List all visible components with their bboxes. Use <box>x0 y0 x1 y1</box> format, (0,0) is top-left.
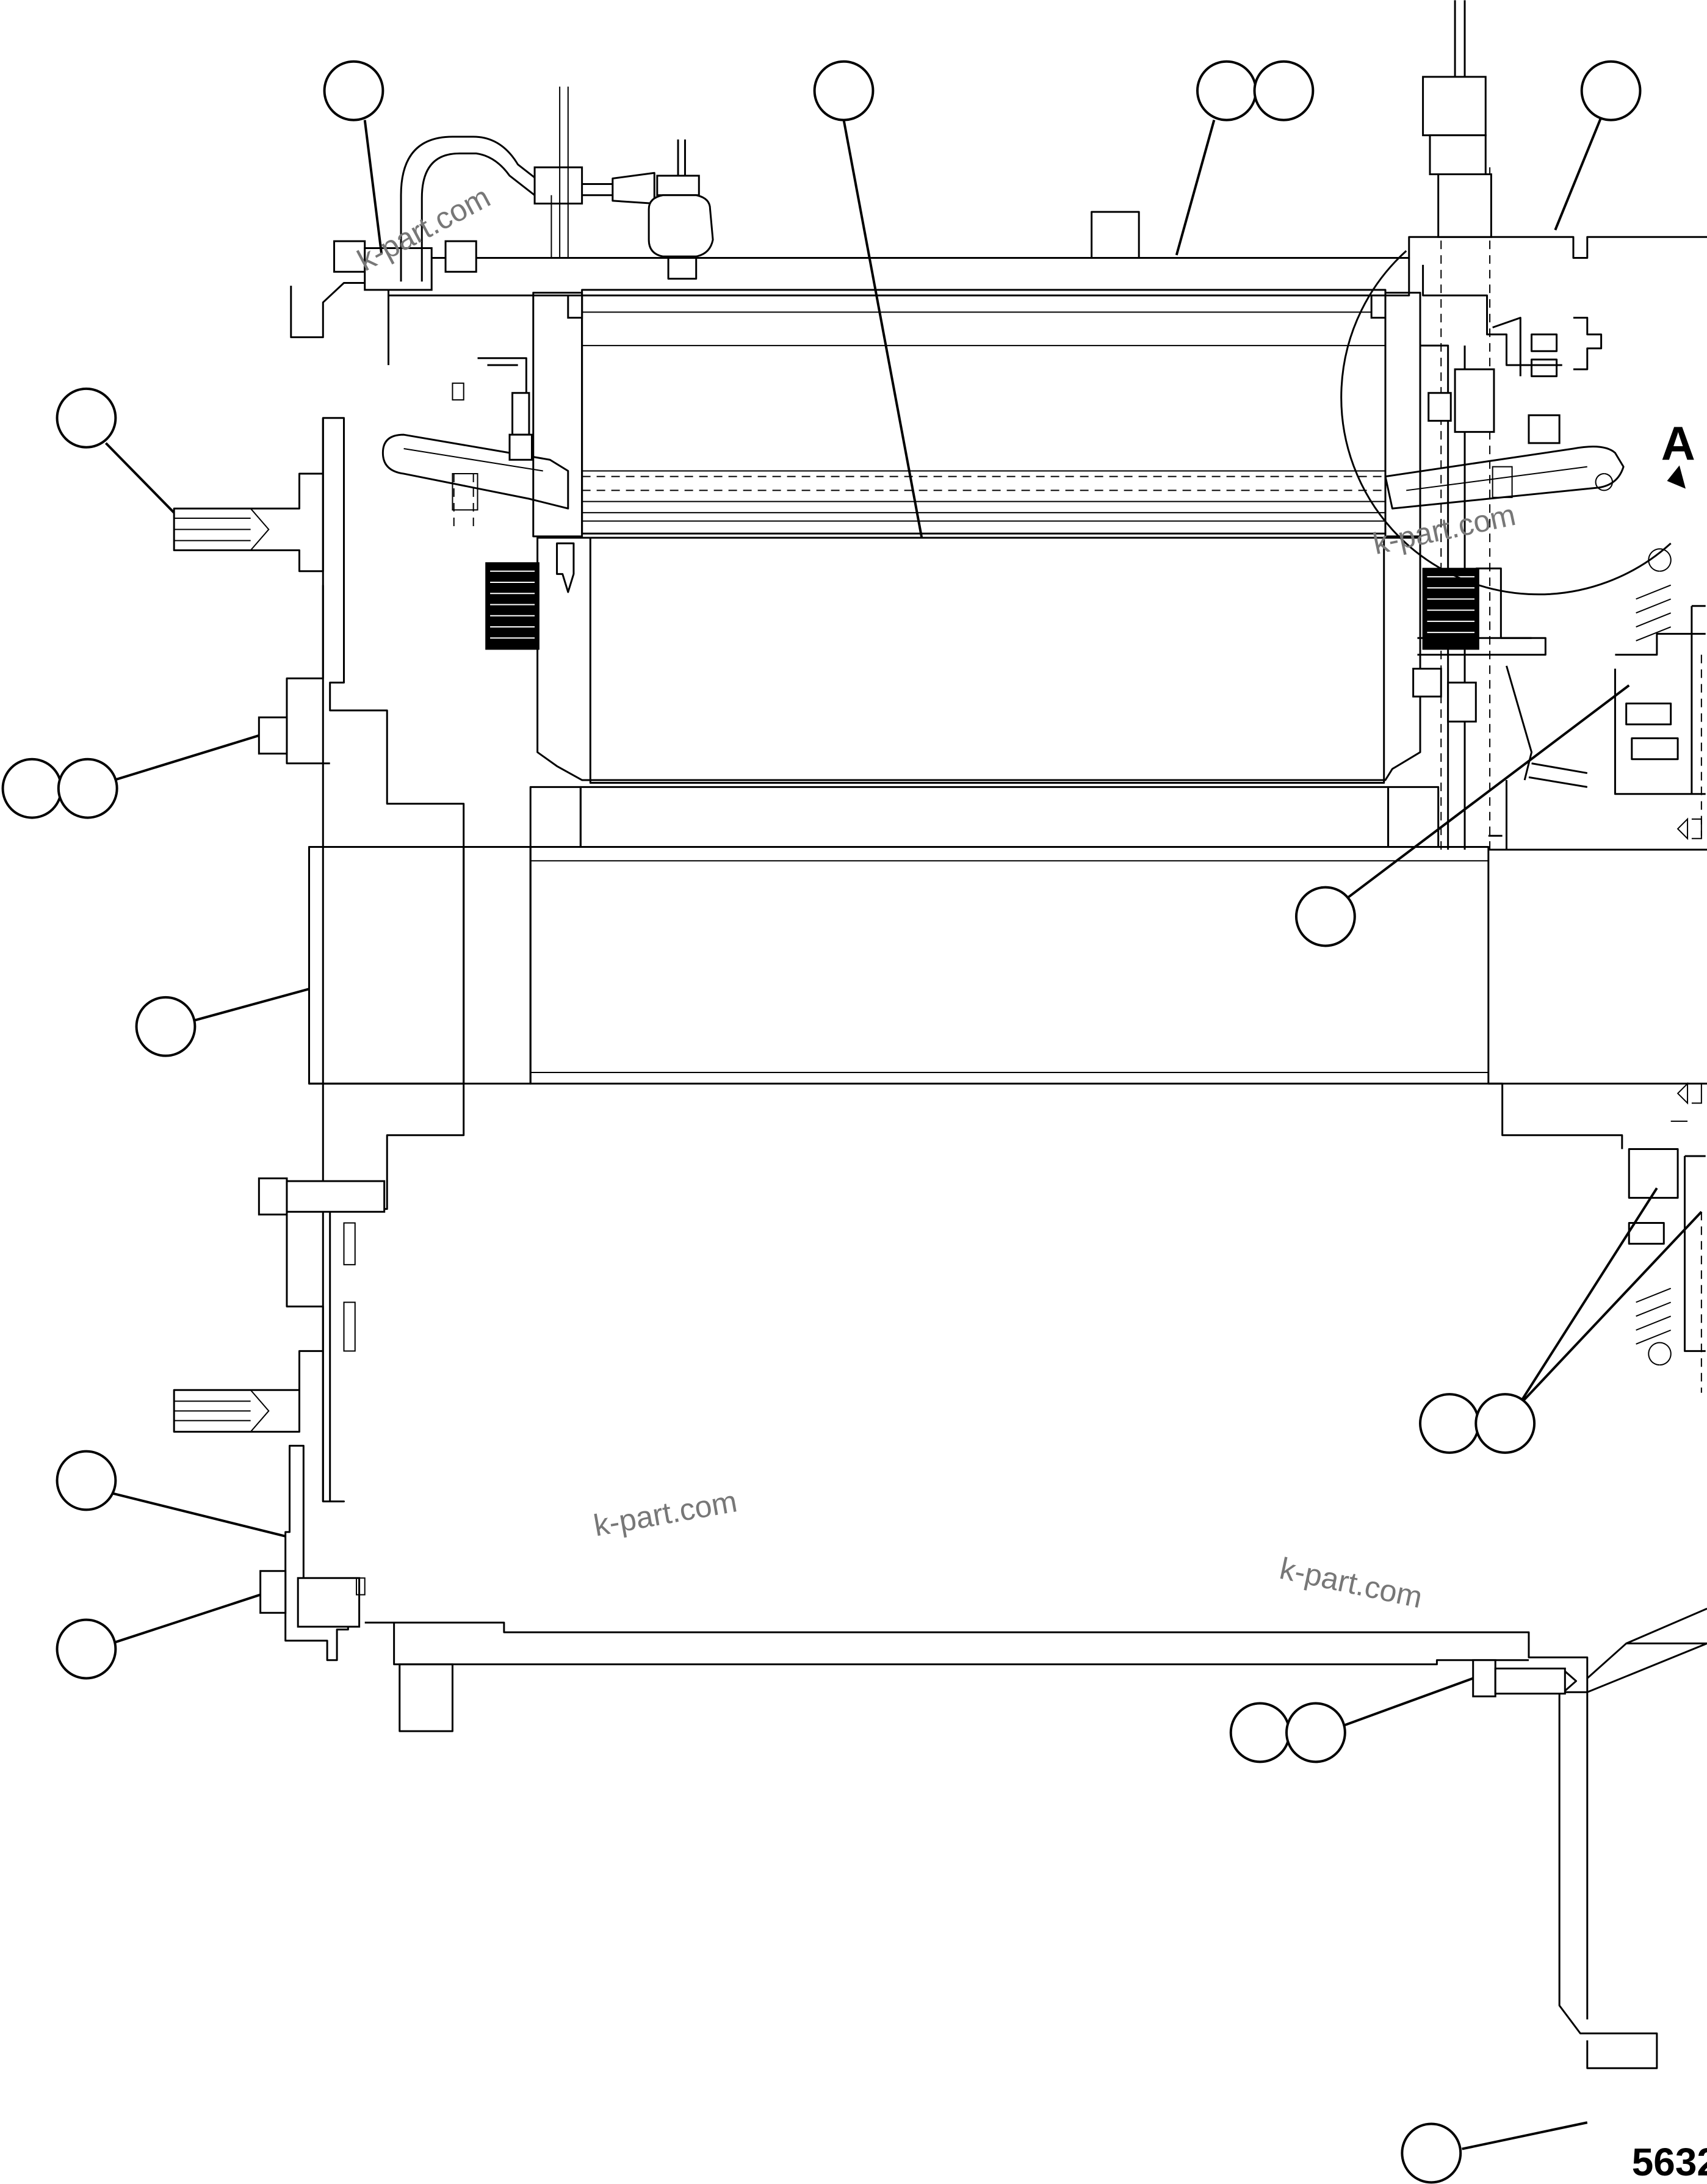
left-housing <box>174 418 530 1660</box>
figure-number: 56325 <box>1632 2140 1707 2184</box>
lower-drum <box>530 538 1707 1149</box>
watermark-1: k-part.com <box>591 1484 740 1542</box>
detail-a-circle: A <box>1341 251 1695 595</box>
callout-12[interactable] <box>1231 1704 1345 1762</box>
right-assembly <box>1385 0 1706 1392</box>
callout-7[interactable] <box>137 997 195 1056</box>
callout-3[interactable] <box>1197 62 1313 120</box>
callout-11[interactable] <box>57 1620 116 1679</box>
callout-10[interactable] <box>57 1452 116 1510</box>
upper-roller <box>383 290 1420 649</box>
callout-6[interactable] <box>3 759 117 818</box>
callouts <box>3 62 1640 2183</box>
top-manifold <box>291 87 1707 365</box>
leader-lines <box>106 117 1701 2149</box>
callout-4[interactable] <box>1582 62 1640 120</box>
callout-9[interactable] <box>1420 1394 1534 1453</box>
callout-5[interactable] <box>57 389 116 447</box>
callout-8[interactable] <box>1296 888 1355 946</box>
watermark-2: k-part.com <box>1277 1551 1426 1614</box>
callout-2[interactable] <box>815 62 873 120</box>
bottom-frame <box>365 1608 1707 2068</box>
view-label-a: A <box>1661 418 1695 470</box>
callout-13[interactable] <box>1402 2124 1460 2183</box>
callout-1[interactable] <box>325 62 383 120</box>
